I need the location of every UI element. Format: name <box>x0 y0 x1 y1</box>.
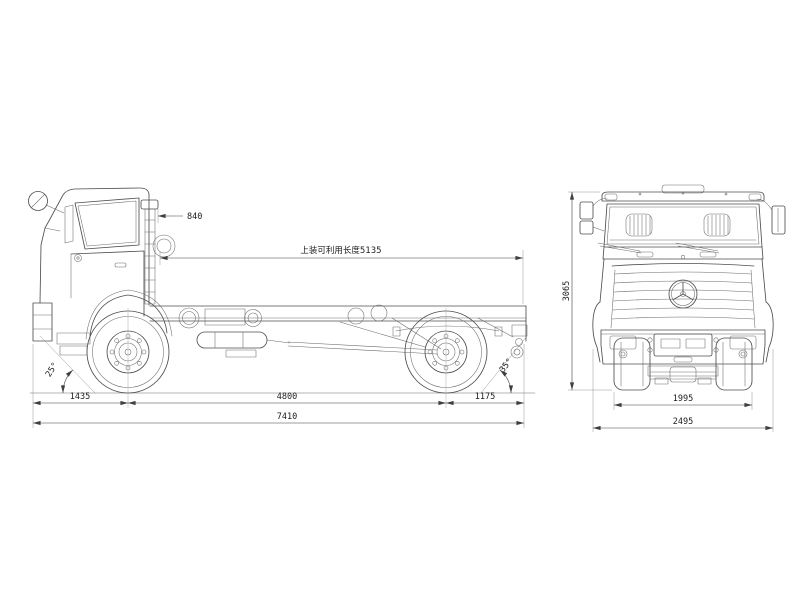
front-tires <box>613 337 753 391</box>
grille-slats <box>611 271 755 320</box>
cab-logo <box>74 254 82 262</box>
chassis-frame <box>149 305 528 346</box>
windshield <box>597 203 763 254</box>
quarter-window <box>64 204 74 244</box>
leaf-spring <box>395 325 500 332</box>
underframe-equipment <box>178 304 524 359</box>
tow-hook-left <box>654 377 669 385</box>
dim-rear-overhang-label: 1175 <box>475 392 495 402</box>
front-bumper <box>32 302 53 342</box>
license-plate-panel <box>653 333 713 357</box>
fog-lamp-right <box>738 349 748 359</box>
front-view-drawing: 3065 1995 2495 <box>562 184 786 432</box>
tire-left <box>613 337 651 391</box>
dim-bottom-rows: 1435 4800 1175 7410 <box>32 344 525 428</box>
approach-angle-label: 25° <box>44 361 61 379</box>
front-wheel <box>86 308 170 408</box>
grille <box>599 258 767 329</box>
departure-angle: 35° <box>480 335 528 394</box>
front-bumper-face <box>600 329 766 365</box>
side-view-drawing: 25° 35° 840 上装可利用长度5135 1435 <box>28 187 536 428</box>
brake-chamber-2 <box>370 304 388 322</box>
door-handle <box>114 262 127 268</box>
wipers <box>597 242 720 254</box>
dim-overall-width-label: 2495 <box>673 417 693 427</box>
bumper-step-left <box>609 335 637 350</box>
dim-front-overhang-label: 1435 <box>70 392 90 402</box>
fender-flare-right <box>765 301 774 363</box>
fog-lamp-left <box>618 349 628 359</box>
front-roof <box>601 184 765 202</box>
lower-crossmember <box>647 365 719 385</box>
rear-wheel <box>404 308 488 408</box>
driveshaft <box>287 341 438 351</box>
tow-hook-right <box>697 377 712 385</box>
departure-angle-label: 35° <box>498 357 515 375</box>
dim-cab-to-body-label: 840 <box>187 212 202 222</box>
tow-hook <box>515 338 523 346</box>
seat-right <box>703 213 731 237</box>
dim-usable-length-label: 上装可利用长度5135 <box>300 245 381 256</box>
dim-track-width-label: 1995 <box>673 394 693 404</box>
cab-step <box>56 332 91 345</box>
axle-diff <box>669 366 697 383</box>
dim-usable-length: 上装可利用长度5135 <box>159 245 524 304</box>
fender-flare-left <box>592 301 601 363</box>
dim-overall-height-label: 3065 <box>562 281 572 301</box>
rear-crossmember <box>511 324 528 337</box>
side-mirror <box>28 191 65 214</box>
battery-box <box>204 308 246 326</box>
dim-cab-to-body: 840 <box>157 209 202 223</box>
front-mirror-left <box>579 198 608 235</box>
marker-lamp-right <box>748 193 762 201</box>
brake-chamber <box>347 307 365 325</box>
cowl-panel <box>602 246 764 260</box>
front-wheel-arch <box>85 289 173 340</box>
tire-right <box>715 337 753 391</box>
muffler <box>196 331 268 349</box>
front-mirror-right <box>756 198 786 235</box>
cab <box>39 187 150 356</box>
dim-overall-width: 2495 <box>592 349 774 432</box>
mirror-icon <box>28 191 48 211</box>
seat-left <box>625 213 653 237</box>
air-cleaner <box>152 234 176 258</box>
bumper-step-right <box>729 335 757 350</box>
brand-star-icon <box>668 279 698 309</box>
dim-overall-length-label: 7410 <box>277 412 297 422</box>
marker-lamp-left <box>604 193 618 201</box>
mudflap-bracket <box>477 317 514 338</box>
air-tank-2 <box>244 309 262 327</box>
air-tank <box>178 307 200 329</box>
roof-hatch <box>661 184 705 194</box>
door-window <box>74 197 140 250</box>
approach-angle: 25° <box>39 335 96 394</box>
dim-overall-height: 3065 <box>562 191 612 391</box>
dim-wheelbase-label: 4800 <box>277 392 297 402</box>
dim-track-width: 1995 <box>613 392 753 410</box>
